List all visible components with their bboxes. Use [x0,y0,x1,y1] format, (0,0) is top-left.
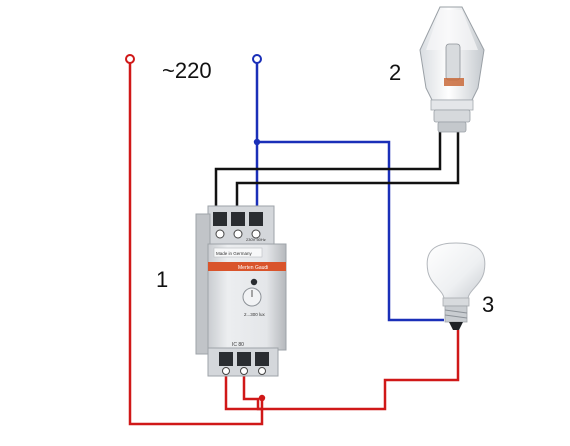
light-sensor-icon [419,6,485,133]
sensor-number-label: 2 [389,60,401,85]
relay-model-label: IC 80 [232,342,244,348]
relay-device: Made in Germany 230V 50Hz Merten Gaudi 2… [195,205,287,377]
voltage-label: ~220 [162,58,212,83]
phase-jumper-wire [224,362,262,411]
lamp-phase-wire [242,330,460,411]
relay-led-icon [250,278,258,286]
neutral-junction-dot [253,138,261,146]
lamp-icon [426,242,486,330]
phase-terminal-icon [125,54,135,64]
relay-brand-label: Merten Gaudi [238,265,268,271]
relay-dial-label: 2...300 lux [244,312,266,317]
relay-rating-label: 230V 50Hz [246,237,266,242]
lamp-neutral-wire [257,140,444,322]
relay-origin-label: Made in Germany [216,251,253,256]
lamp-number-label: 3 [482,292,494,317]
relay-number-label: 1 [156,267,168,292]
phase-junction-dot [258,394,266,402]
sensor-lead-wire-a [214,132,442,210]
neutral-terminal-icon [252,54,262,64]
sensor-lead-wire-b [235,132,460,210]
